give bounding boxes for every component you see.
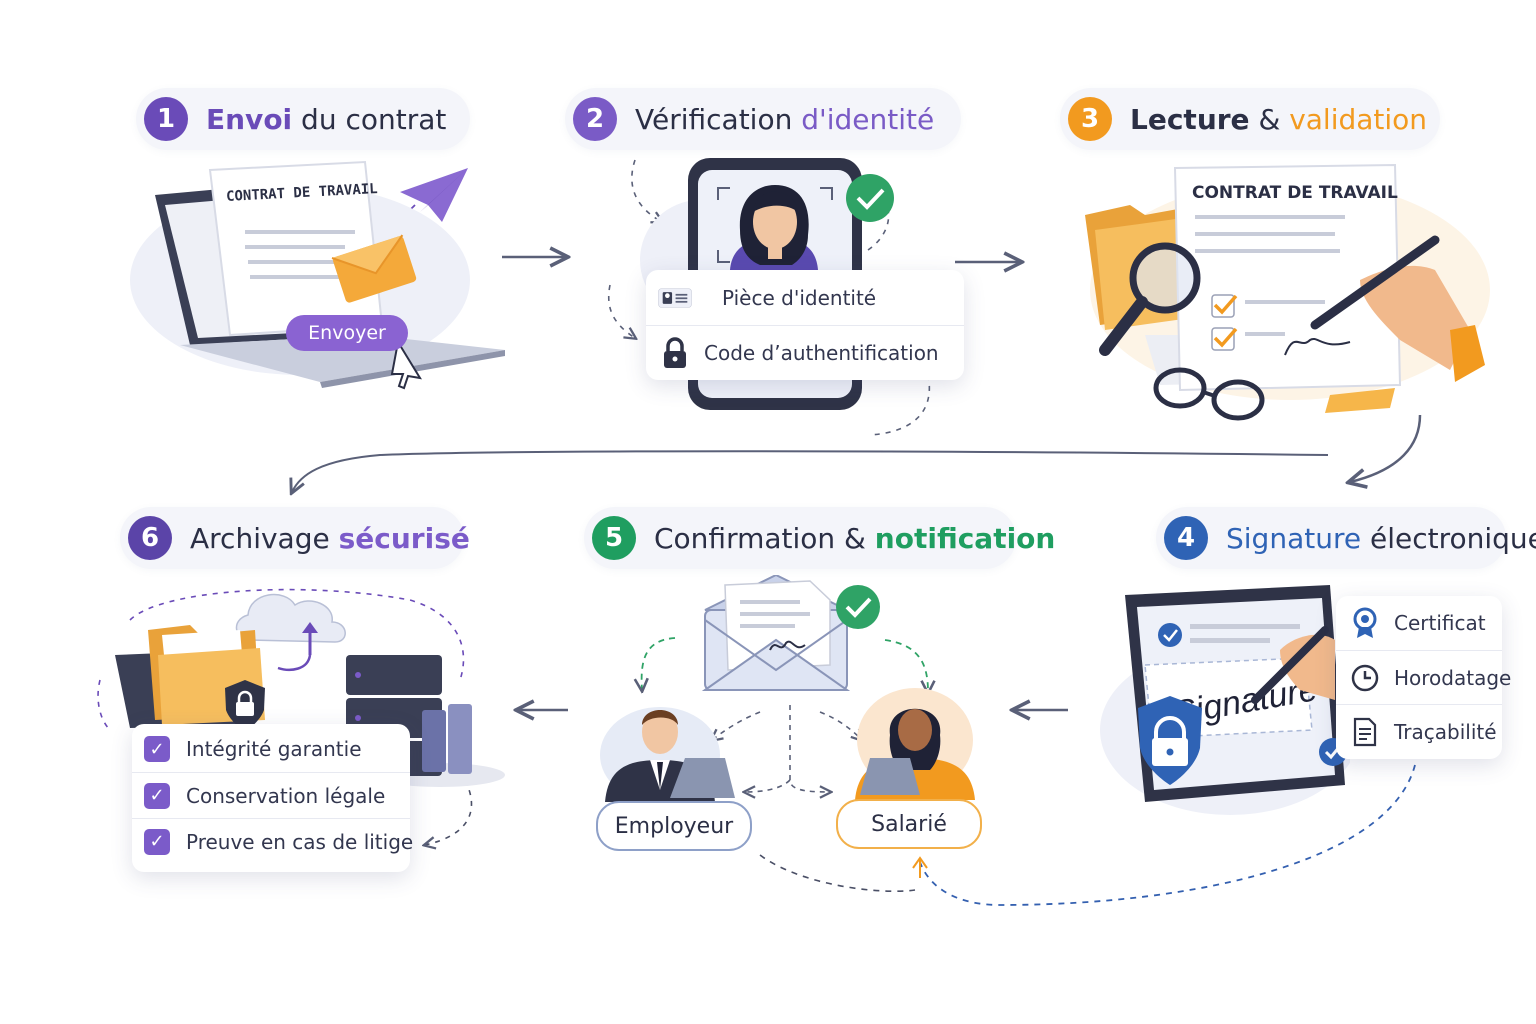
step-3-number: 3 (1068, 97, 1112, 141)
archive-item-label: Preuve en cas de litige (186, 829, 414, 854)
checkbox-icon: ✓ (144, 782, 170, 809)
archive-item-proof: ✓ Preuve en cas de litige (132, 818, 414, 864)
feature-item-traceability: Traçabilité (1336, 704, 1502, 758)
identity-item-label: Code d’authentification (704, 341, 939, 365)
step-6-title: Archivage sécurisé (190, 521, 470, 555)
step-1-number: 1 (144, 97, 188, 141)
step-5-header: 5 Confirmation & notification (584, 507, 1055, 569)
identity-item-code: Code d’authentification (646, 325, 964, 380)
step-1-header: 1 Envoi du contrat (136, 88, 470, 150)
identity-card: Pièce d'identité Code d’authentification (646, 270, 964, 380)
archive-illustration (115, 593, 505, 787)
document-title-3: CONTRAT DE TRAVAIL (1192, 183, 1398, 203)
archive-item-integrity: ✓ Intégrité garantie (132, 726, 410, 772)
feature-item-certificate: Certificat (1336, 596, 1502, 650)
employer-label: Employeur (596, 801, 752, 851)
return-curve (292, 450, 1329, 492)
clock-icon (1348, 664, 1382, 692)
employee-label: Salarié (836, 799, 982, 849)
step-6-header: 6 Archivage sécurisé (120, 507, 470, 569)
checkbox-icon: ✓ (144, 736, 170, 762)
feature-item-label: Horodatage (1394, 665, 1512, 690)
signature-features-card: Certificat Horodatage Traçabilité (1336, 596, 1511, 759)
lock-icon (658, 337, 692, 369)
step-4-title: Signature électronique (1226, 521, 1536, 555)
feature-item-timestamp: Horodatage (1336, 650, 1511, 704)
envelope-illustration (701, 575, 880, 691)
step-3-header: 3 Lecture & validation (1060, 88, 1440, 150)
tablet-illustration: Signature (1100, 585, 1350, 815)
certificate-icon (1348, 607, 1382, 639)
feature-item-label: Certificat (1394, 611, 1486, 635)
identity-item-label: Pièce d'identité (722, 285, 877, 310)
employee-avatar (855, 688, 975, 800)
step-2-title: Vérification d'identité (635, 102, 935, 136)
step-2-header: 2 Vérification d'identité (565, 88, 961, 150)
checkbox-icon: ✓ (144, 828, 170, 855)
archive-features-card: ✓ Intégrité garantie ✓ Conservation léga… (132, 724, 414, 872)
step-4-header: 4 Signature électronique (1156, 507, 1536, 569)
step-5-number: 5 (592, 516, 636, 560)
step-3-title: Lecture & validation (1130, 102, 1428, 136)
archive-item-conservation: ✓ Conservation légale (132, 772, 410, 818)
step-1-title: Envoi du contrat (206, 102, 447, 136)
laptop-illustration (130, 160, 505, 390)
step-2-number: 2 (573, 97, 617, 141)
archive-item-label: Intégrité garantie (186, 737, 362, 761)
arrow-3-to-4 (1350, 414, 1422, 482)
step-6-number: 6 (128, 516, 172, 560)
feature-item-label: Traçabilité (1394, 719, 1497, 744)
reading-illustration (1085, 163, 1490, 421)
send-button[interactable]: Envoyer (286, 315, 408, 351)
archive-item-label: Conservation légale (186, 783, 386, 808)
employer-avatar (600, 707, 735, 803)
identity-item-id: Pièce d'identité (646, 270, 964, 325)
step-5-title: Confirmation & notification (654, 521, 1056, 555)
id-card-icon (658, 281, 692, 315)
document-icon (1348, 717, 1382, 747)
step-4-number: 4 (1164, 516, 1208, 560)
